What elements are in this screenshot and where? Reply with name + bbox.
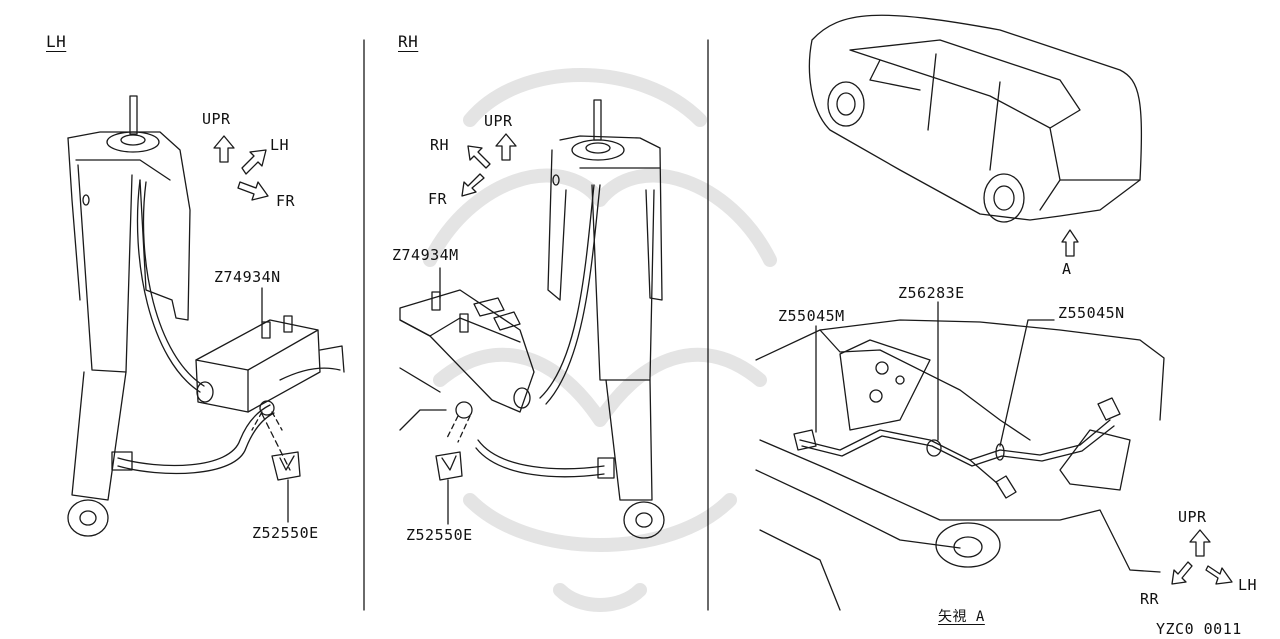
up-arrow-icon: [214, 136, 234, 162]
direction-label-upr: UPR: [1178, 508, 1207, 526]
rh-direction-arrows: [462, 134, 516, 196]
vehicle-rear-view: [809, 15, 1141, 222]
view-marker-a: A: [1062, 260, 1072, 278]
direction-label-rr: RR: [1140, 590, 1160, 608]
underbody-view: [756, 320, 1164, 610]
part-label-z74934n: Z74934N: [214, 268, 281, 286]
grommet-z56283e: [927, 440, 941, 456]
up-arrow-icon: [1190, 530, 1210, 556]
part-label-z52550e-rh: Z52550E: [406, 526, 473, 544]
up-arrow-icon: [496, 134, 516, 160]
lh-arrow-icon: [242, 150, 266, 174]
rh-shock-absorber: [400, 100, 664, 538]
view-a-arrow-icon: [1062, 230, 1078, 256]
part-label-z55045n: Z55045N: [1058, 304, 1125, 322]
side-label-rh: RH: [398, 32, 419, 51]
watermark-logo: [430, 75, 770, 605]
lh-clip: [272, 452, 300, 480]
rh-arrow-icon: [468, 146, 490, 168]
figure-code: YZC0 0011: [1156, 620, 1242, 638]
lh-direction-arrows: [214, 136, 268, 200]
underbody-direction-arrows: [1172, 530, 1232, 584]
direction-label-fr: FR: [276, 192, 296, 210]
part-label-z74934m: Z74934M: [392, 246, 459, 264]
fr-arrow-icon: [238, 182, 268, 200]
direction-label-rh: RH: [430, 136, 450, 154]
rh-clip: [436, 452, 462, 480]
part-label-z56283e: Z56283E: [898, 284, 965, 302]
rr-arrow-icon: [1172, 562, 1192, 584]
direction-label-fr: FR: [428, 190, 448, 208]
direction-label-lh: LH: [270, 136, 290, 154]
fr-arrow-icon: [462, 174, 484, 196]
side-label-lh: LH: [46, 32, 67, 51]
view-caption: 矢視 A: [938, 609, 985, 625]
part-label-z52550e-lh: Z52550E: [252, 524, 319, 542]
part-label-z55045m: Z55045M: [778, 307, 845, 325]
direction-label-lh: LH: [1238, 576, 1258, 594]
lh-bracket-body: [196, 320, 320, 412]
direction-label-upr: UPR: [202, 110, 231, 128]
lh-arrow-icon: [1206, 566, 1232, 584]
clip-z55045m: [794, 430, 816, 450]
direction-label-upr: UPR: [484, 112, 513, 130]
lh-shock-absorber: [68, 96, 344, 536]
